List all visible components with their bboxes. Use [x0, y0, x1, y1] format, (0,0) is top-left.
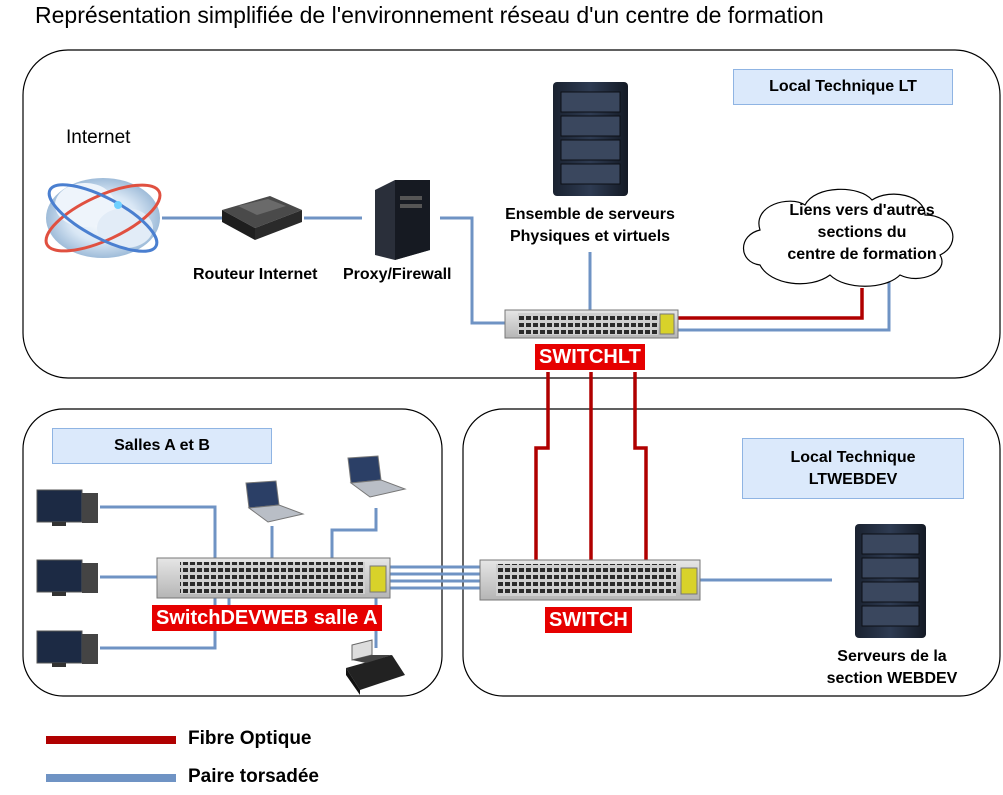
laptop-icon: [347, 455, 407, 498]
servers-label-2: Physiques et virtuels: [509, 228, 671, 245]
zone-local-technique-lt: [22, 49, 1001, 379]
workstation-icon: [36, 489, 98, 526]
zone-salles-a-b: [22, 408, 443, 697]
other-sections-cloud-icon: [743, 188, 954, 287]
switch-devweb-device: [156, 557, 391, 599]
switch-lt-device: [504, 309, 679, 339]
router-label: Routeur Internet: [193, 266, 318, 283]
zone-label-lt: Local Technique LT: [733, 69, 953, 105]
zone-ltwebdev: [462, 408, 1001, 697]
firewall-server-icon: [375, 180, 430, 260]
zone-label-salles: Salles A et B: [52, 428, 272, 464]
server-rack-icon: [553, 82, 628, 196]
zone-label-ltwebdev-line1: Local Technique: [790, 448, 916, 466]
zone-label-ltwebdev: Local Technique LTWEBDEV: [742, 438, 964, 499]
twisted-pair-links: [100, 216, 891, 650]
printer-icon: [346, 639, 405, 695]
webdev-server-rack-icon: [855, 524, 926, 638]
servers-label-1: Ensemble de serveurs: [505, 206, 675, 223]
legend-twisted-pair-label: Paire torsadée: [188, 766, 319, 787]
proxy-label: Proxy/Firewall: [343, 266, 452, 283]
webdev-servers-label-1: Serveurs de la: [837, 648, 947, 665]
legend-fiber-label: Fibre Optique: [188, 728, 312, 749]
workstation-icon: [36, 559, 98, 596]
internet-globe-icon: [44, 178, 162, 258]
fiber-links: [534, 288, 864, 562]
laptop-icon: [245, 480, 305, 523]
switch-devweb-label: SwitchDEVWEB salle A: [152, 605, 382, 631]
workstation-icon: [36, 630, 98, 667]
webdev-servers-label-2: section WEBDEV: [826, 670, 958, 687]
internet-label: Internet: [66, 127, 131, 148]
diagram-title: Représentation simplifiée de l'environne…: [35, 2, 824, 28]
links-label-3: centre de formation: [787, 246, 937, 263]
links-label-2: sections du: [817, 224, 907, 241]
switch-lt-label: SWITCHLT: [535, 344, 645, 370]
zone-label-ltwebdev-line2: LTWEBDEV: [808, 470, 898, 488]
links-label-1: Liens vers d'autres: [789, 202, 935, 219]
switch-ltwebdev-device: [479, 559, 701, 601]
switch-ltwebdev-label: SWITCH: [545, 607, 632, 633]
router-icon: [222, 196, 302, 240]
